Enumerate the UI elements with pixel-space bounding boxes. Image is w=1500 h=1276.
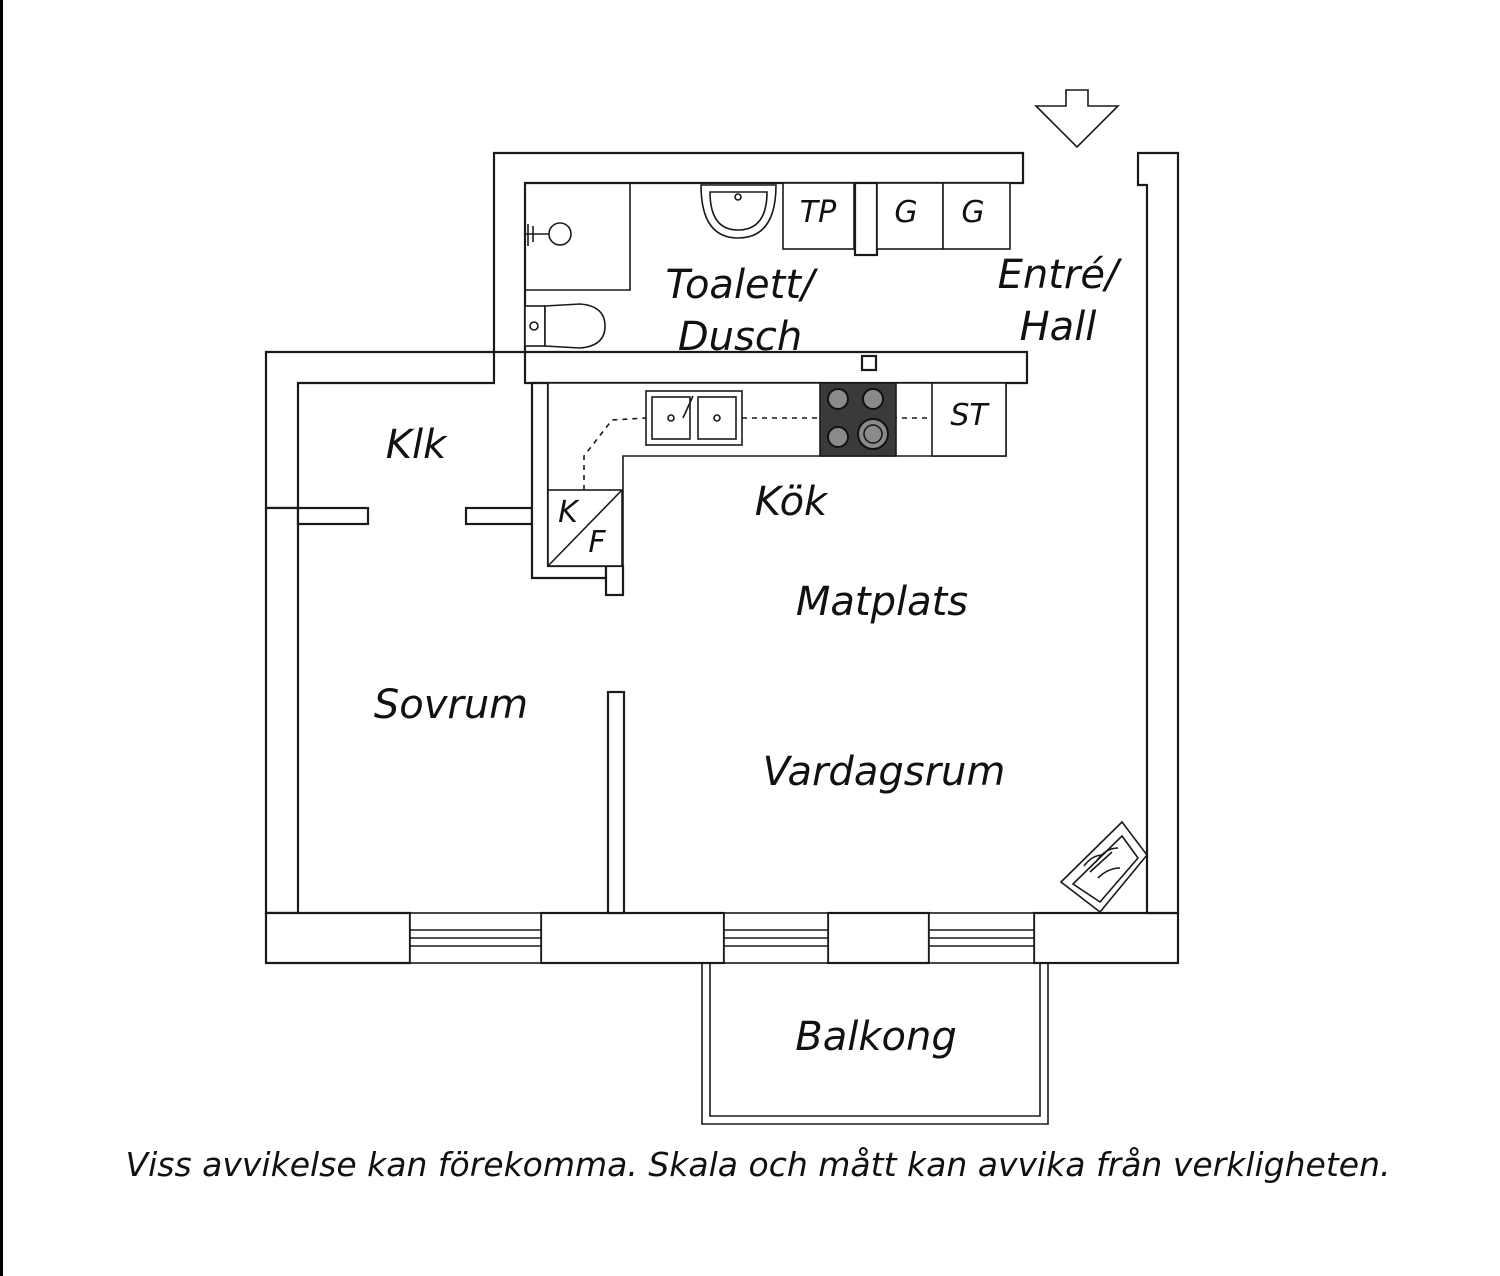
room-label-closet: Klk bbox=[386, 422, 448, 468]
room-label-kitchen: Kök bbox=[755, 479, 829, 525]
toilet-icon bbox=[524, 303, 606, 349]
disclaimer-text: Viss avvikelse kan förekomma. Skala och … bbox=[126, 1145, 1391, 1184]
plant-icon bbox=[1059, 820, 1149, 914]
window-right bbox=[928, 912, 1035, 964]
shower-icon bbox=[524, 182, 631, 291]
room-label-entry-1: Entré/ bbox=[998, 252, 1123, 298]
room-label-bedroom: Sovrum bbox=[374, 682, 528, 728]
room-label-balcony: Balkong bbox=[795, 1014, 956, 1060]
tp-cabinet: TP bbox=[782, 182, 855, 250]
fridge-label-k: K bbox=[558, 495, 580, 530]
balcony-outline bbox=[701, 963, 1049, 1125]
room-label-entry-2: Hall bbox=[1020, 304, 1097, 350]
kitchen-sink-icon bbox=[645, 390, 743, 446]
window-middle bbox=[723, 912, 829, 964]
sink-icon bbox=[700, 184, 777, 239]
interior-walls bbox=[296, 181, 1029, 915]
g-label-1: G bbox=[894, 195, 917, 230]
room-label-toilet-1: Toalett/ bbox=[665, 262, 819, 308]
room-label-toilet-2: Dusch bbox=[678, 314, 802, 360]
fridge-label-f: F bbox=[588, 525, 606, 560]
g-label-2: G bbox=[961, 195, 984, 230]
hob-icon bbox=[819, 382, 897, 457]
tp-label: TP bbox=[800, 195, 837, 230]
st-label: ST bbox=[950, 398, 990, 433]
room-label-dining: Matplats bbox=[796, 579, 968, 625]
fridge-freezer: K F bbox=[547, 489, 623, 567]
g-closets: G G bbox=[876, 182, 1011, 250]
stove-cabinet: ST bbox=[931, 382, 1007, 457]
entrance-arrow-icon bbox=[1034, 89, 1120, 149]
window-left bbox=[409, 912, 542, 964]
room-label-living: Vardagsrum bbox=[763, 749, 1006, 795]
left-border bbox=[0, 0, 3, 1276]
